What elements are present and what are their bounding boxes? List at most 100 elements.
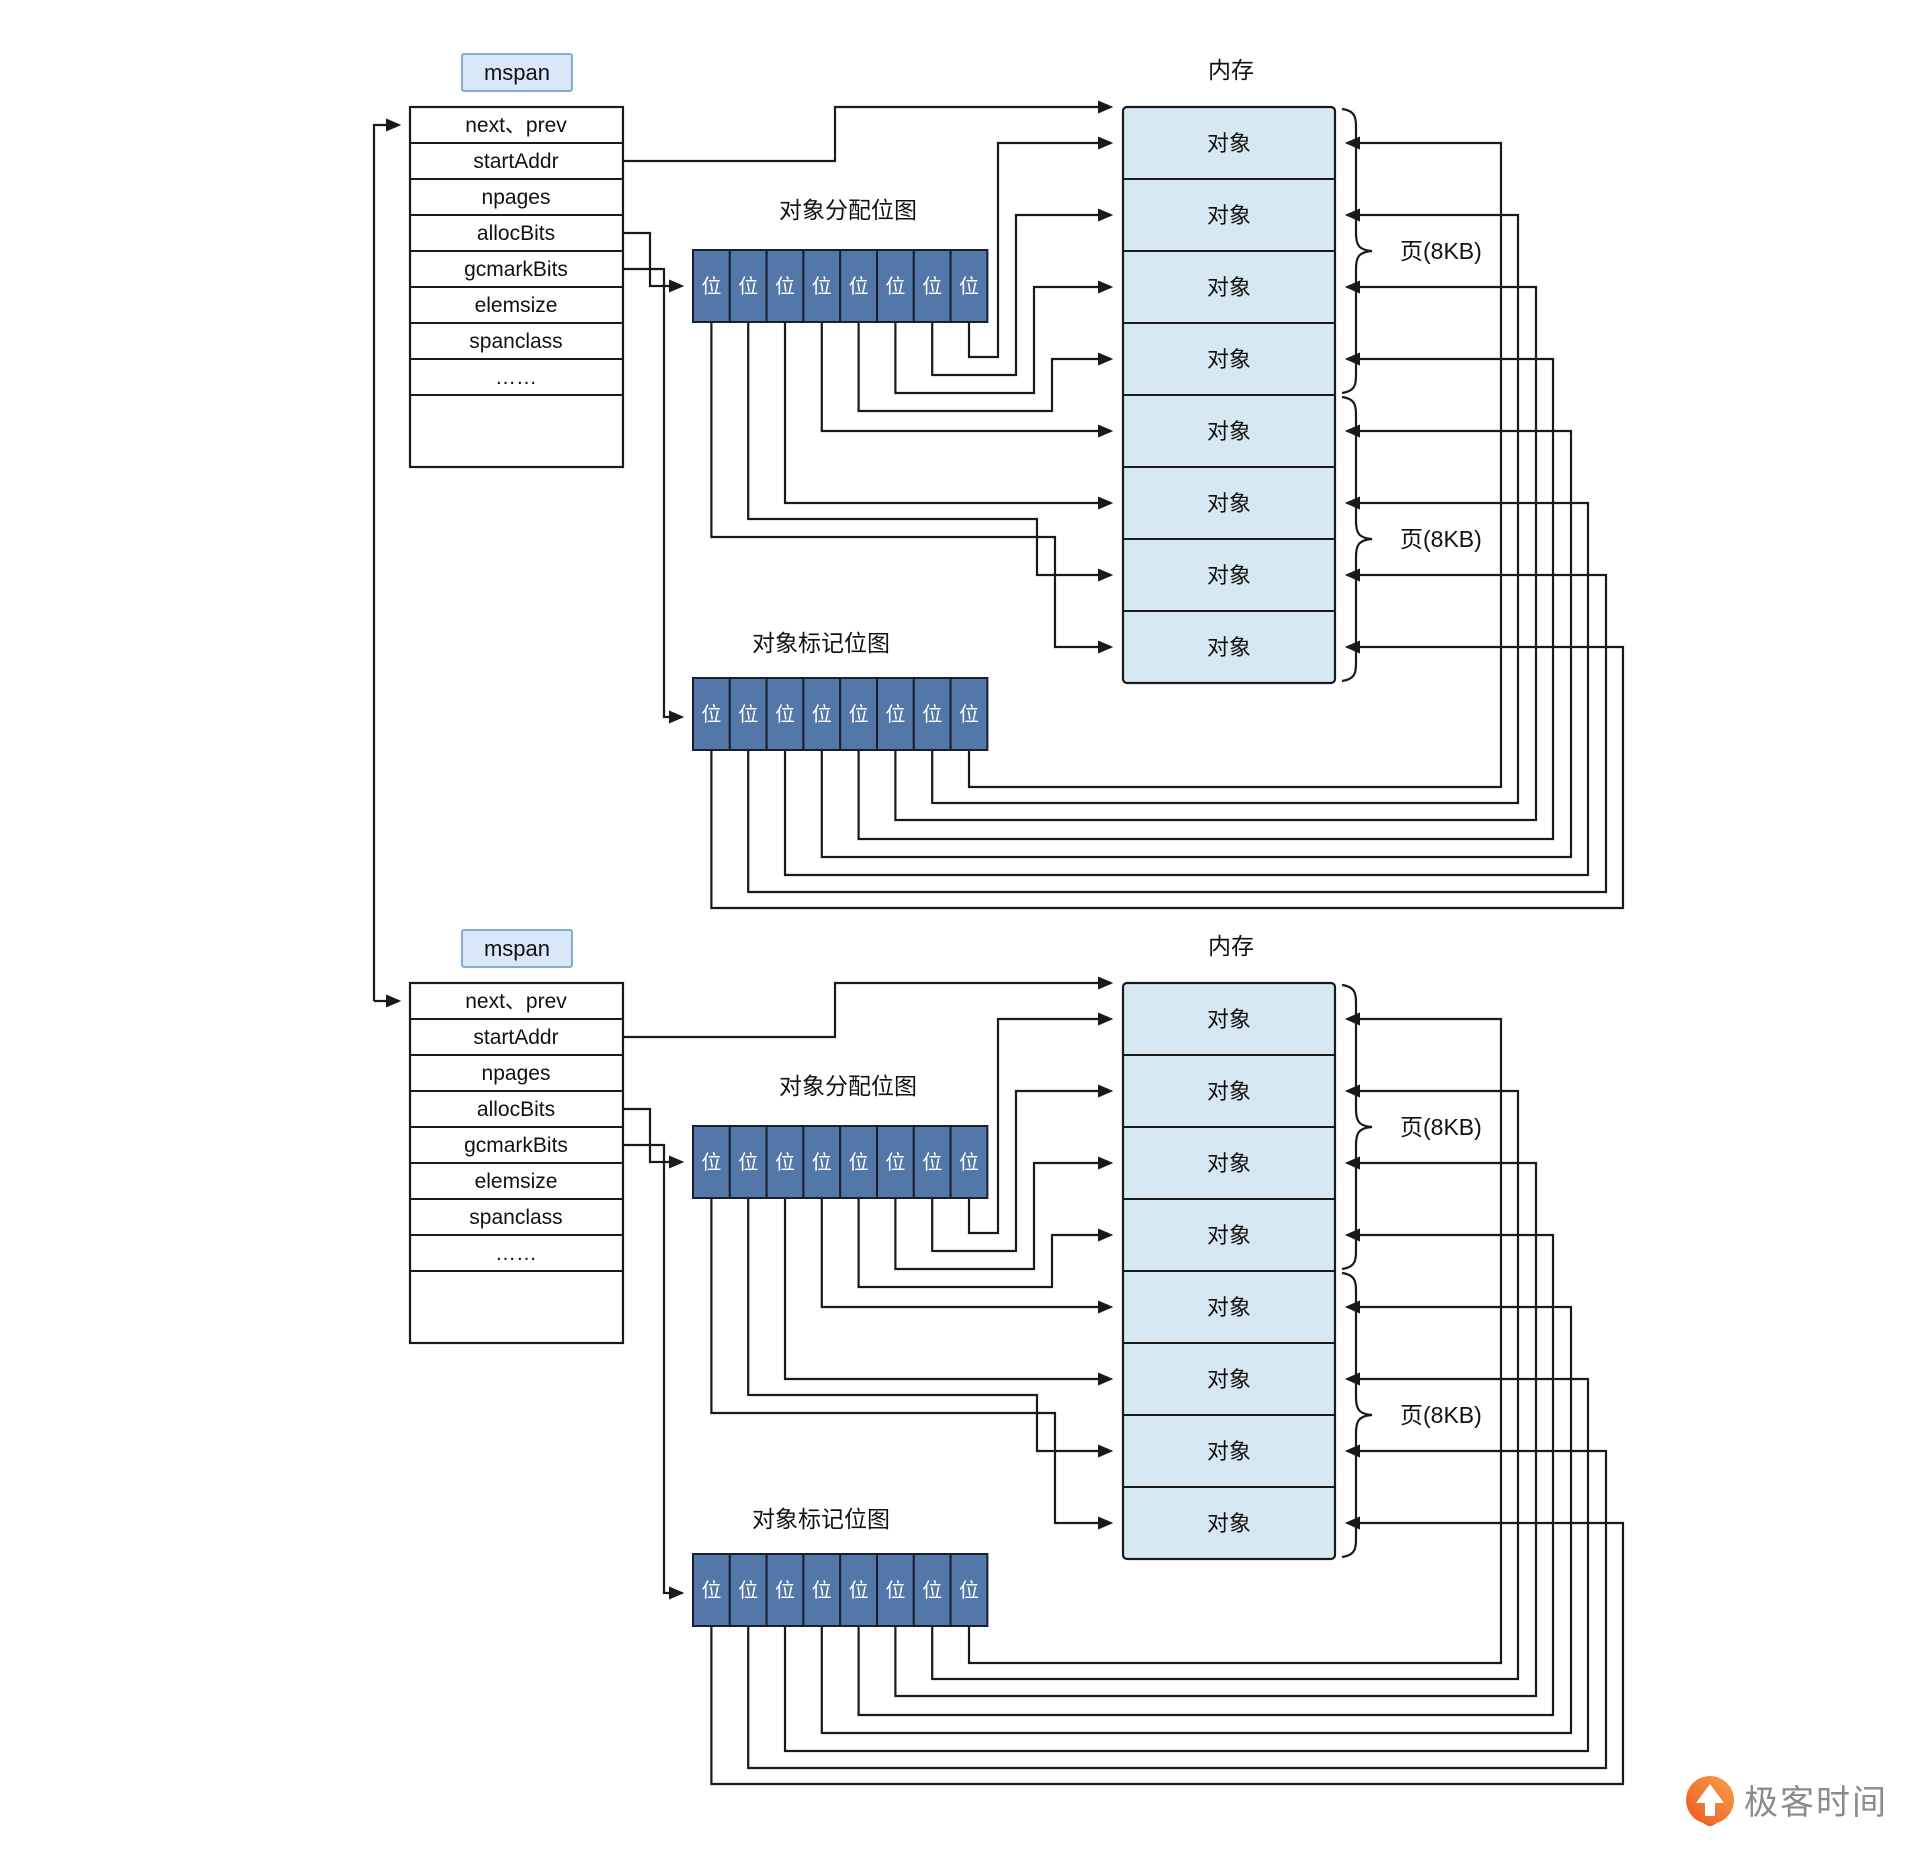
field-gcmarkbits: gcmarkBits [464,258,568,281]
bit-cell-label: 位 [959,275,979,298]
bit-cell-label: 位 [922,1151,942,1174]
alloc-bit-to-object-arrows [710,1012,1114,1530]
bit-cell-label: 位 [775,1151,795,1174]
field-npages: npages [482,1062,551,1085]
object-cell-label: 对象 [1207,635,1251,660]
alloc-bitmap-row: 位 位 位 位 位 位 位 位 [692,249,989,323]
bit-cell-label: 位 [922,703,942,726]
object-cell-label: 对象 [1207,1439,1251,1464]
bit-cell-label: 位 [738,703,758,726]
bit-cell-label: 位 [701,703,721,726]
mark-bitmap-label: 对象标记位图 [752,1506,890,1532]
object-cell-label: 对象 [1207,1367,1251,1392]
alloc-bitmap-label: 对象分配位图 [779,1073,917,1099]
bit-cell-label: 位 [738,275,758,298]
mark-bitmap-label: 对象标记位图 [752,630,890,656]
object-cell-label: 对象 [1207,275,1251,300]
bit-cell-label: 位 [959,1151,979,1174]
memory-label: 内存 [1208,933,1254,959]
object-cell-label: 对象 [1207,563,1251,588]
bit-cell-label: 位 [849,1151,869,1174]
object-cell-label: 对象 [1207,1007,1251,1032]
mark-bitmap-row: 位 位 位 位 位 位 位 位 [692,677,989,751]
field-spanclass: spanclass [469,330,562,353]
span-diagram-bottom: mspan next、prev startAddr npages allocBi… [408,929,1625,1786]
object-cell-label: 对象 [1207,1079,1251,1104]
field-ellipsis: …… [495,1242,537,1265]
object-cell-label: 对象 [1207,203,1251,228]
object-cell-label: 对象 [1207,1151,1251,1176]
bit-cell-label: 位 [885,1579,905,1602]
bit-cell-label: 位 [812,275,832,298]
field-ellipsis: …… [495,366,537,389]
page-label: 页(8KB) [1400,526,1482,552]
bit-cell-label: 位 [701,1579,721,1602]
field-startaddr: startAddr [473,1026,558,1049]
page-brace [1341,983,1373,1271]
bit-cell-label: 位 [775,1579,795,1602]
bit-cell-label: 位 [701,1151,721,1174]
bit-cell-label: 位 [738,1579,758,1602]
allocbits-arrow [623,231,685,293]
allocbits-arrow [623,1107,685,1169]
bit-cell-label: 位 [885,275,905,298]
gcmarkbits-arrow [623,1143,685,1600]
span-diagram-top: mspan next、prev startAddr npages allocBi… [408,53,1625,910]
field-startaddr: startAddr [473,150,558,173]
memory-dividers [1123,178,1335,612]
startaddr-arrow [623,100,1114,163]
geektime-logo-icon [1686,1776,1734,1826]
mspan-title-box [461,53,573,92]
bit-cell-label: 位 [775,703,795,726]
startaddr-arrow [623,976,1114,1039]
mspan-struct-dividers [410,142,623,396]
bit-cell-label: 位 [738,1151,758,1174]
bit-cell-label: 位 [849,1579,869,1602]
object-cell-label: 对象 [1207,1295,1251,1320]
mspan-title: mspan [484,936,550,961]
object-cell-label: 对象 [1207,131,1251,156]
mspan-link-lines [372,118,402,1008]
memory-dividers [1123,1054,1335,1488]
geektime-logo-text: 极客时间 [1744,1784,1888,1822]
alloc-bitmap-label: 对象分配位图 [779,197,917,223]
bit-cell-label: 位 [959,703,979,726]
bit-cell-label: 位 [885,1151,905,1174]
field-elemsize: elemsize [475,294,558,317]
page-brace [1341,1271,1373,1559]
mspan-title: mspan [484,60,550,85]
field-allocbits: allocBits [477,1098,555,1121]
mark-bit-to-object-arrows [710,1012,1625,1786]
object-cell-label: 对象 [1207,1223,1251,1248]
bit-cell-label: 位 [812,703,832,726]
next-prev-arrow-top [372,118,402,1001]
field-next-prev: next、prev [465,114,567,137]
bit-cell-label: 位 [885,703,905,726]
gcmarkbits-arrow [623,267,685,724]
page-label: 页(8KB) [1400,238,1482,264]
page-brace [1341,395,1373,683]
field-npages: npages [482,186,551,209]
mark-bitmap-row: 位 位 位 位 位 位 位 位 [692,1553,989,1627]
bit-cell-label: 位 [849,275,869,298]
field-spanclass: spanclass [469,1206,562,1229]
bit-cell-label: 位 [959,1579,979,1602]
bit-cell-label: 位 [812,1151,832,1174]
alloc-bitmap-row: 位 位 位 位 位 位 位 位 [692,1125,989,1199]
mspan-title-box [461,929,573,968]
field-elemsize: elemsize [475,1170,558,1193]
object-cell-label: 对象 [1207,491,1251,516]
bit-cell-label: 位 [775,275,795,298]
bit-cell-label: 位 [812,1579,832,1602]
field-next-prev: next、prev [465,990,567,1013]
bit-cell-label: 位 [849,703,869,726]
object-cell-label: 对象 [1207,1511,1251,1536]
mspan-struct-dividers [410,1018,623,1272]
alloc-bit-to-object-arrows [710,136,1114,654]
geektime-logo: 极客时间 [1686,1776,1888,1826]
page-label: 页(8KB) [1400,1114,1482,1140]
page-brace [1341,107,1373,395]
memory-label: 内存 [1208,57,1254,83]
